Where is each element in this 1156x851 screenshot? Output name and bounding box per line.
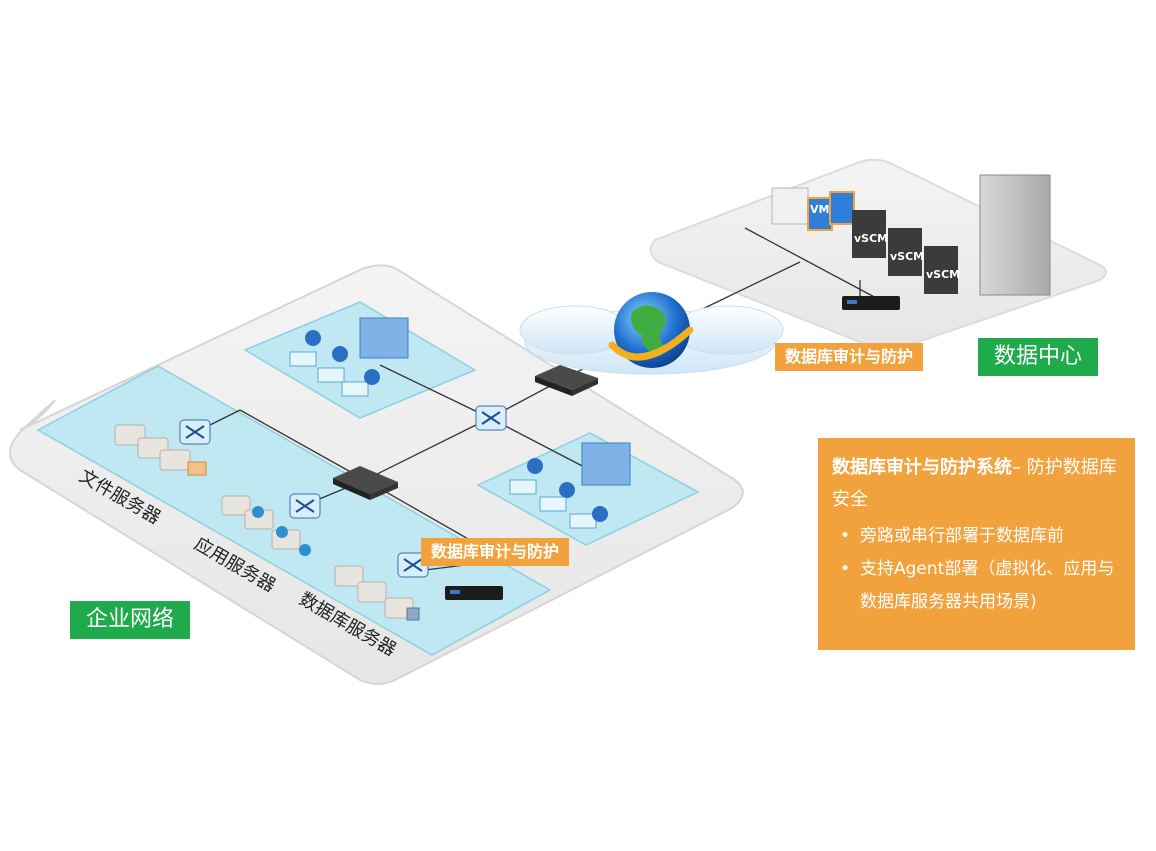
info-panel: 数据库审计与防护系统– 防护数据库安全 旁路或串行部署于数据库前 支持Agent… [818,438,1135,650]
file-server-icons [114,424,207,476]
switch-icon-app [289,493,321,519]
app-server-icons [221,495,311,556]
audit-callout-datacenter: 数据库审计与防护 [775,343,924,371]
switch-icon-db [397,552,429,578]
info-bullet-2: 支持Agent部署（虚拟化、应用与数据库服务器共用场景) [832,553,1121,619]
workstation-icons-right [509,442,631,529]
db-server-icons [334,565,420,621]
globe-icon [608,292,694,368]
dc-vm-racks [807,174,1051,296]
switch-icon-file [179,419,211,445]
office-zone-top [243,301,477,419]
data-center-tag: 数据中心 [978,338,1099,376]
gateway-device-cloud [535,365,598,396]
info-panel-title-rest: – 防护数据库安全 [832,457,1117,510]
enterprise-network-tag: 企业网络 [70,601,191,639]
info-panel-title: 数据库审计与防护系统– 防护数据库安全 [832,452,1121,516]
gateway-device-enterprise [333,466,398,500]
dc-host-server [771,187,809,225]
audit-appliance-enterprise [445,586,503,600]
vscm-badge-3: vSCM [926,268,961,281]
info-panel-bullets: 旁路或串行部署于数据库前 支持Agent部署（虚拟化、应用与数据库服务器共用场景… [832,520,1121,619]
info-bullet-1: 旁路或串行部署于数据库前 [832,520,1121,553]
vscm-badge-2: vSCM [890,250,925,263]
vm-badge: VM [810,203,830,216]
switch-icon-core [475,405,507,431]
vscm-badge-1: vSCM [854,232,889,245]
audit-callout-enterprise: 数据库审计与防护 [421,538,570,566]
workstation-icons-top [289,317,409,397]
info-panel-title-bold: 数据库审计与防护系统 [832,457,1012,478]
audit-appliance-datacenter [842,296,900,310]
